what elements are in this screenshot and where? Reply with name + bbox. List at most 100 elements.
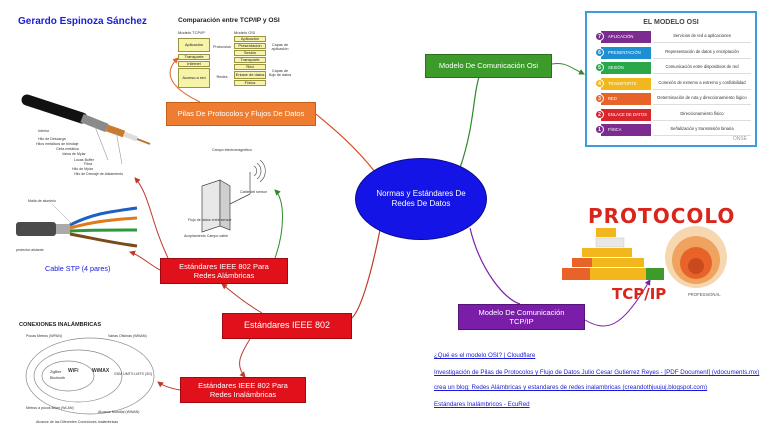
osi-layer-desc: Direccionamiento físico (653, 109, 751, 121)
wireless-label: ZigBee (50, 370, 62, 374)
coax-cable-image: Interior Hilo de Descarga Hilos metálico… (12, 88, 162, 180)
edge-alamb-antenna (274, 189, 283, 259)
edge-inalamb-wireless (157, 381, 181, 391)
node-modelo-osi[interactable]: Modelo De Comunicación Osi (425, 54, 552, 78)
tcp-cell: Internet (178, 61, 210, 67)
edge-pilas-compare (169, 57, 201, 103)
osi-side: Capas de aplicación (271, 43, 289, 51)
wireless-label: Alcance de las Diferentes Conexiones Ina… (36, 420, 119, 424)
link-vdocuments[interactable]: Investigación de Pilas de Protocolos y F… (434, 369, 760, 377)
wireless-label: WiFi (68, 368, 79, 374)
osi-layer-number: 5 (595, 63, 604, 72)
comparison-image: Comparación entre TCP/IP y OSI Modelo TC… (172, 14, 294, 96)
osi-layer-desc: Determinación de ruta y direccionamiento… (653, 93, 751, 105)
wireless-label: Metros a pocos kilóm (WLAN) (26, 406, 74, 410)
wireless-label: Alcance Mundial (WWAN) (98, 410, 140, 414)
osi-image-footer: ONSE (732, 136, 747, 142)
edge-osi-image (551, 63, 585, 75)
osi-layer-name: SESIÓN (601, 62, 651, 74)
osi-side: Capas de flujo de datos (268, 69, 292, 77)
coax-label: Fibra (84, 162, 93, 166)
wireless-label: WiMAX (92, 368, 110, 374)
node-ieee-inalambricas[interactable]: Estándares IEEE 802 Para Redes Inalámbri… (180, 377, 306, 403)
stp-label: Malla de aluminio (28, 199, 56, 203)
antenna-label: Campo electromagnético (212, 148, 252, 152)
edge-center-tcpip (469, 227, 521, 305)
comparison-title: Comparación entre TCP/IP y OSI (178, 17, 280, 24)
comparison-left-head: Modelo TCP/IP (178, 30, 206, 35)
edge-center-pilas (315, 113, 376, 173)
osi-layer-name: ENLACE DE DATOS (601, 108, 651, 121)
osi-layer-name: RED (601, 93, 651, 105)
stp-cable-image: Malla de aluminio protector aislante (12, 194, 142, 262)
center-node[interactable]: Normas y Estándares De Redes De Datos (355, 158, 487, 240)
antenna-drawing (201, 159, 266, 233)
osi-cell: Aplicación (234, 36, 266, 42)
node-pilas-protocolos[interactable]: Pilas De Protocolos y Flujos De Datos (166, 102, 316, 126)
osi-cell: Red (234, 64, 266, 70)
author-name: Gerardo Espinoza Sánchez (18, 16, 147, 27)
tcpip-word: TCP/IP (612, 285, 667, 303)
coax-label: Hilo de Drenaje de Aislamiento (74, 172, 124, 176)
osi-layer-name: APLICACIÓN (601, 31, 651, 43)
osi-layer-name: PRESENTACIÓN (601, 46, 651, 59)
stp-caption: Cable STP (4 pares) (45, 264, 111, 273)
link-cloudflare[interactable]: ¿Qué es el modelo OSI? | Cloudflare (434, 352, 536, 359)
coax-label: Hilo de Descarga (38, 137, 66, 141)
wireless-title: CONEXIONES INALÁMBRICAS (19, 322, 102, 328)
tcp-side: Redes (216, 75, 228, 79)
osi-layer-desc: Representación de datos y encriptación (653, 47, 751, 59)
tcp-circles-drawing (665, 226, 727, 288)
osi-cell: Sesión (234, 50, 266, 56)
wireless-label: Pocas Metros (WPAN) (26, 334, 62, 338)
osi-layer-number: 7 (595, 32, 604, 41)
node-modelo-tcpip[interactable]: Modelo De Comunicación TCP/IP (458, 304, 585, 330)
antenna-image: Campo electromagnético Cable del sensor … (180, 144, 280, 240)
coax-label: Cinta metálica (56, 147, 79, 151)
coax-label: Interior (38, 129, 50, 133)
wireless-image: Pocas Metros (WPAN) Varias Oficinas (WMA… (22, 330, 158, 426)
tcp-stack-drawing (562, 228, 664, 280)
edge-alamb-stp (129, 250, 161, 271)
edge-tcpip-image (584, 279, 651, 327)
osi-layer-desc: Comunicación entre dispositivos de red (653, 62, 751, 74)
edge-center-ieee (351, 229, 381, 319)
reference-links: ¿Qué es el modelo OSI? | Cloudflare Inve… (434, 352, 764, 418)
osi-cell: Presentación (234, 43, 266, 49)
node-ieee-802[interactable]: Estándares IEEE 802 (222, 313, 352, 339)
edge-ieee-alamb (221, 283, 263, 314)
osi-layer-number: 1 (595, 125, 604, 134)
wireless-drawing (25, 337, 155, 415)
osi-layer-number: 4 (595, 78, 604, 88)
antenna-label: Flujo de datos entre sensor (188, 218, 232, 222)
osi-layer-number: 3 (595, 94, 604, 103)
coax-label: Hilos metálicos de blindaje (36, 142, 79, 146)
osi-cell: Transporte (234, 57, 266, 63)
node-ieee-alambricas[interactable]: Estándares IEEE 802 Para Redes Alámbrica… (160, 258, 288, 284)
antenna-label: Acoplamiento Campo cable (184, 234, 228, 238)
osi-layer-number: 6 (595, 47, 604, 57)
link-ecured[interactable]: Estándares Inalámbricos - EcuRed (434, 401, 530, 409)
professional-word: PROFESSIONAL (688, 292, 721, 297)
edge-center-osi (459, 65, 491, 169)
coax-cable-drawing (21, 94, 151, 165)
coax-label: Vaina de Mylar (62, 152, 86, 156)
tcp-cell: Acceso a red (178, 68, 210, 88)
osi-layer-name: FÍSICA (601, 124, 651, 136)
wireless-label: GSM UMTS LMTS (3G) (114, 372, 153, 376)
link-blogspot[interactable]: crea un blog: Redes Alámbricas y estanda… (434, 384, 708, 392)
comparison-right-head: Modelo OSI (234, 30, 256, 35)
edge-alamb-coax (134, 177, 169, 259)
osi-layer-number: 2 (595, 109, 604, 119)
coax-label: Lucas Buffer (74, 158, 95, 162)
stp-label: protector aislante (16, 248, 44, 252)
tcp-stack-image (552, 228, 664, 286)
tcp-cell: Transporte (178, 54, 210, 60)
